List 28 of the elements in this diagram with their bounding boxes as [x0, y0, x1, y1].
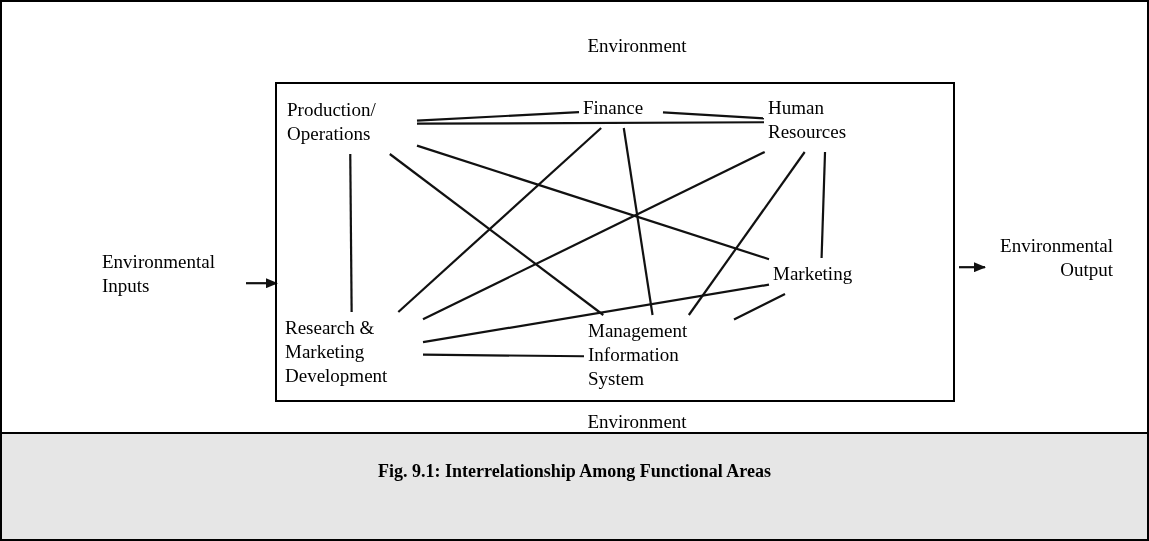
connector-line: [349, 154, 353, 312]
connector-line: [422, 151, 766, 321]
figure-caption: Fig. 9.1: Interrelationship Among Functional Areas: [378, 460, 771, 483]
connector-line: [662, 111, 765, 120]
node-label: Environmental Inputs: [102, 250, 216, 298]
connector-line: [422, 283, 770, 344]
node-label: Research & Marketing Development: [285, 316, 389, 388]
connector-line: [423, 353, 584, 358]
connector-line: [416, 144, 770, 261]
node-label: Marketing: [773, 262, 854, 286]
node-label: Production/ Operations: [287, 98, 377, 146]
connector-line: [389, 153, 604, 316]
connector-line: [687, 151, 806, 316]
arrow: [246, 278, 278, 289]
connector-line: [416, 111, 580, 122]
node-label: Finance: [583, 96, 645, 120]
node-label: Management Information System: [588, 319, 689, 391]
connector-line: [397, 127, 602, 313]
connector-line: [622, 127, 654, 316]
node-label: Human Resources: [768, 96, 848, 144]
connector-line: [820, 151, 827, 259]
environment-label: Environment: [586, 34, 688, 58]
node-label: Environmental Output: [999, 234, 1113, 282]
connector-line: [733, 293, 786, 321]
connector-line: [417, 121, 764, 125]
environment-label: Environment: [586, 410, 688, 434]
arrow: [959, 262, 986, 273]
system-boundary-box: [275, 82, 955, 402]
